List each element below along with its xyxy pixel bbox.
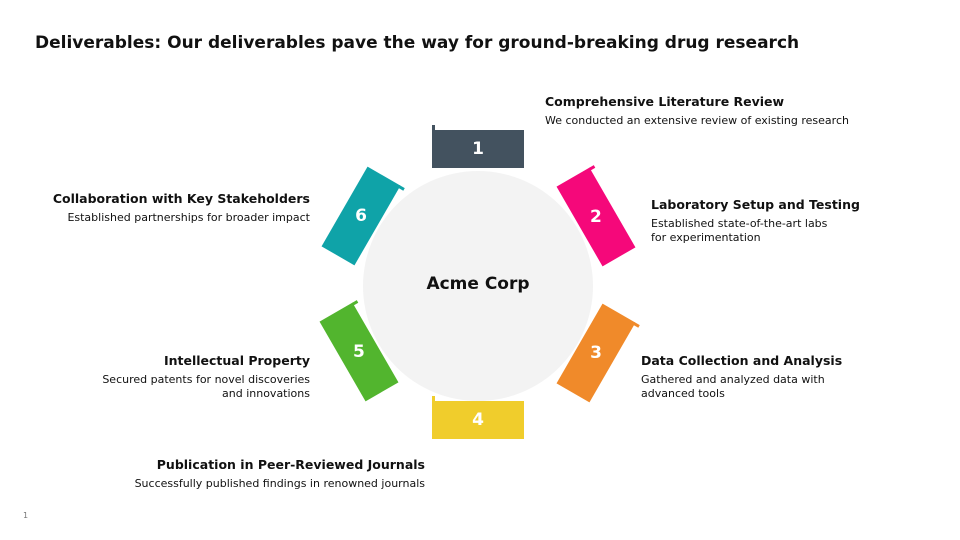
step-desc-4-line-1: Successfully published findings in renow… xyxy=(134,477,425,490)
step-desc-1-line-1: We conducted an extensive review of exis… xyxy=(545,114,849,127)
step-item-1: Comprehensive Literature Review We condu… xyxy=(545,94,849,128)
step-desc-1: We conducted an extensive review of exis… xyxy=(545,114,849,128)
center-label: Acme Corp xyxy=(426,274,530,294)
step-heading-6: Collaboration with Key Stakeholders xyxy=(52,191,310,206)
step-number-4: 4 xyxy=(472,410,484,430)
page-title: Deliverables: Our deliverables pave the … xyxy=(35,33,800,53)
step-heading-2: Laboratory Setup and Testing xyxy=(651,197,860,212)
step-heading-4: Publication in Peer-Reviewed Journals xyxy=(156,457,425,472)
step-item-3: Data Collection and Analysis Gathered an… xyxy=(641,353,842,401)
step-heading-3: Data Collection and Analysis xyxy=(641,353,843,368)
step-heading-5: Intellectual Property xyxy=(163,353,310,368)
step-number-5: 5 xyxy=(353,342,365,362)
step-desc-5-line-1: Secured patents for novel discoveries xyxy=(102,373,310,386)
step-badge-4: 4 xyxy=(432,396,524,439)
step-desc-2: Established state-of-the-art labs for ex… xyxy=(651,217,860,245)
step-item-5: Intellectual Property Secured patents fo… xyxy=(102,353,310,401)
step-number-2: 2 xyxy=(590,207,602,227)
step-desc-2-line-1: Established state-of-the-art labs xyxy=(651,217,828,230)
page-number: 1 xyxy=(23,511,29,520)
step-number-3: 3 xyxy=(590,343,602,363)
step-item-2: Laboratory Setup and Testing Established… xyxy=(651,197,860,245)
step-item-6: Collaboration with Key Stakeholders Esta… xyxy=(53,191,310,225)
step-item-4: Publication in Peer-Reviewed Journals Su… xyxy=(135,457,425,491)
step-desc-6: Established partnerships for broader imp… xyxy=(53,211,310,225)
step-heading-1: Comprehensive Literature Review xyxy=(545,94,785,109)
step-desc-6-line-1: Established partnerships for broader imp… xyxy=(67,211,310,224)
step-desc-3-line-1: Gathered and analyzed data with xyxy=(641,373,825,386)
step-desc-2-line-2: for experimentation xyxy=(651,231,761,244)
step-number-6: 6 xyxy=(355,206,367,226)
step-desc-5-line-2: and innovations xyxy=(222,387,310,400)
center-circle xyxy=(363,171,593,401)
step-badge-1: 1 xyxy=(432,125,524,168)
step-desc-3-line-2: advanced tools xyxy=(641,387,725,400)
step-number-1: 1 xyxy=(472,139,484,159)
step-desc-4: Successfully published findings in renow… xyxy=(135,477,425,491)
step-desc-3: Gathered and analyzed data with advanced… xyxy=(641,373,842,401)
step-desc-5: Secured patents for novel discoveries an… xyxy=(102,373,310,401)
